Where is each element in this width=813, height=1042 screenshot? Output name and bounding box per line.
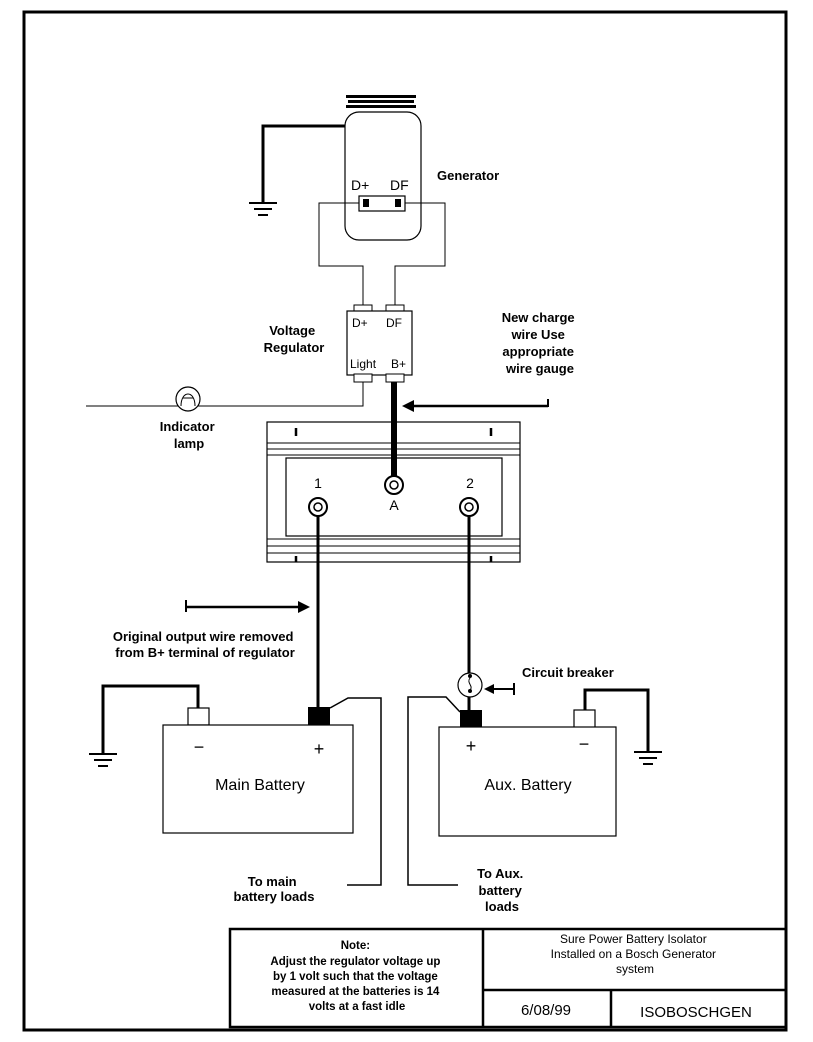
terminal-a-label: A: [389, 497, 399, 513]
voltage-regulator: [346, 304, 413, 383]
indicator-lamp-wire: [86, 382, 364, 407]
drawing-border: [22, 10, 788, 1032]
main-battery-label: Main Battery: [215, 777, 305, 794]
reg-light-label: Light: [350, 357, 377, 371]
terminal-1-label: 1: [314, 475, 322, 491]
title-block-note: Note: Adjust the regulator voltage up by…: [270, 940, 443, 1013]
main-battery-ground-wire: [101, 684, 200, 754]
new-charge-arrow-icon: [402, 399, 549, 412]
original-wire-arrow-icon: [185, 600, 310, 613]
wire-d-plus: [318, 202, 364, 306]
terminal-a-icon: [384, 475, 404, 495]
circuit-breaker-label: Circuit breaker: [522, 665, 614, 680]
aux-battery-minus: −: [579, 734, 590, 754]
generator-ground-wire: [261, 124, 345, 203]
wire-df: [394, 202, 446, 306]
reg-b-plus-label: B+: [391, 357, 406, 371]
aux-battery-plus: +: [466, 736, 477, 756]
new-charge-wire-label: New charge wire Use appropriate wire gau…: [502, 310, 579, 376]
circuit-breaker-arrow-icon: [484, 683, 515, 695]
main-battery-plus: +: [314, 739, 325, 759]
main-battery: [162, 707, 354, 834]
generator: [344, 95, 422, 241]
terminal-2-icon: [459, 497, 479, 517]
aux-battery-label: Aux. Battery: [484, 777, 571, 794]
main-battery-minus: −: [194, 737, 205, 757]
terminal-1-icon: [308, 497, 328, 517]
ground-symbol-icon: [634, 751, 662, 765]
terminal-2-label: 2: [466, 475, 474, 491]
voltage-regulator-label: Voltage Regulator: [264, 323, 325, 355]
indicator-lamp-icon: [175, 386, 201, 412]
circuit-breaker-icon: [457, 672, 483, 698]
title-block-drawing-id: ISOBOSCHGEN: [640, 1004, 752, 1021]
title-block: [228, 927, 788, 1029]
main-battery-load-wire: [329, 697, 382, 886]
original-output-wire-label: Original output wire removed from B+ ter…: [113, 629, 297, 660]
aux-battery-ground-wire: [583, 688, 650, 752]
generator-label: Generator: [437, 168, 499, 183]
ground-symbol-icon: [249, 202, 277, 216]
ground-symbol-icon: [89, 753, 117, 767]
main-loads-label: To main battery loads: [234, 874, 315, 904]
reg-d-plus-label: D+: [352, 316, 368, 330]
gen-d-plus-label: D+: [351, 177, 369, 193]
title-block-title: Sure Power Battery Isolator Installed on…: [551, 932, 720, 976]
aux-battery-load-wire: [407, 696, 461, 886]
title-block-date: 6/08/99: [521, 1002, 571, 1019]
reg-df-label: DF: [386, 316, 402, 330]
gen-df-label: DF: [390, 177, 409, 193]
indicator-lamp-label: Indicator lamp: [160, 419, 219, 451]
aux-battery: [438, 709, 617, 837]
aux-loads-label: To Aux. battery loads: [477, 866, 527, 914]
